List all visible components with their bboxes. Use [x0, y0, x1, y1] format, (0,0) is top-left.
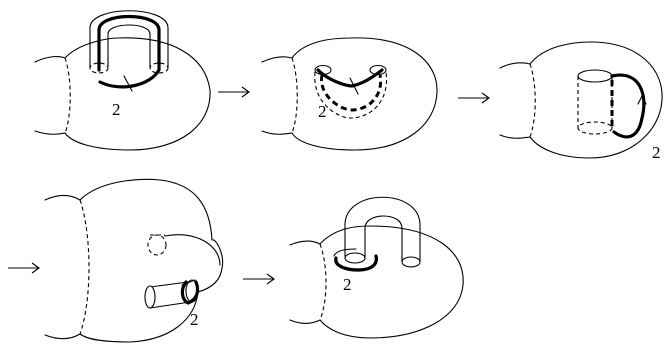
label-2: 2	[318, 102, 327, 121]
cylinder-top	[578, 70, 612, 82]
figure-3: 2	[500, 42, 662, 162]
neck-bottom-edge	[45, 334, 80, 339]
neck-boundary-dashed	[292, 58, 297, 133]
handle-outer	[90, 11, 168, 68]
arrow-3	[8, 263, 39, 273]
arrow-2	[458, 93, 489, 103]
neck-top-edge	[35, 57, 65, 62]
neck-boundary-dashed	[65, 58, 70, 133]
figure-2: 2	[262, 38, 437, 150]
label-2: 2	[343, 275, 352, 294]
neck-top-edge	[500, 63, 530, 68]
tube-end-hidden	[148, 235, 166, 255]
neck-top-edge	[45, 196, 80, 201]
cylinder-bottom	[578, 122, 612, 134]
neck-top-edge	[262, 57, 292, 62]
neck-bottom-edge	[290, 320, 320, 323]
thick-loop	[182, 282, 197, 303]
neck-bottom-edge	[500, 135, 530, 138]
surface-body	[320, 226, 463, 338]
arrow-1	[218, 87, 249, 97]
tube-lower-edge	[150, 302, 190, 308]
surface-body	[65, 38, 210, 150]
handle-inner	[108, 25, 150, 68]
crossing-tick	[124, 76, 132, 91]
arrow-4	[243, 274, 274, 284]
handle-foot-right	[402, 257, 420, 267]
neck-bottom-edge	[35, 131, 65, 134]
neck-boundary-dashed	[530, 64, 535, 137]
figure-4: 2	[45, 179, 223, 342]
label-2: 2	[190, 310, 199, 329]
thick-curve	[612, 75, 644, 137]
neck-boundary-dashed	[320, 244, 326, 320]
surface-body	[292, 38, 437, 150]
tube-open-end	[145, 286, 155, 308]
figure-1: 2	[35, 11, 210, 150]
figure-5: 2	[290, 197, 463, 338]
label-2: 2	[112, 100, 121, 119]
neck-boundary-dashed	[80, 200, 89, 334]
handle-inner	[365, 216, 402, 262]
handle-foot-left	[345, 253, 365, 263]
neck-top-edge	[290, 241, 320, 245]
surface-body	[80, 179, 223, 342]
neck-bottom-edge	[262, 131, 292, 134]
label-2: 2	[652, 143, 661, 162]
